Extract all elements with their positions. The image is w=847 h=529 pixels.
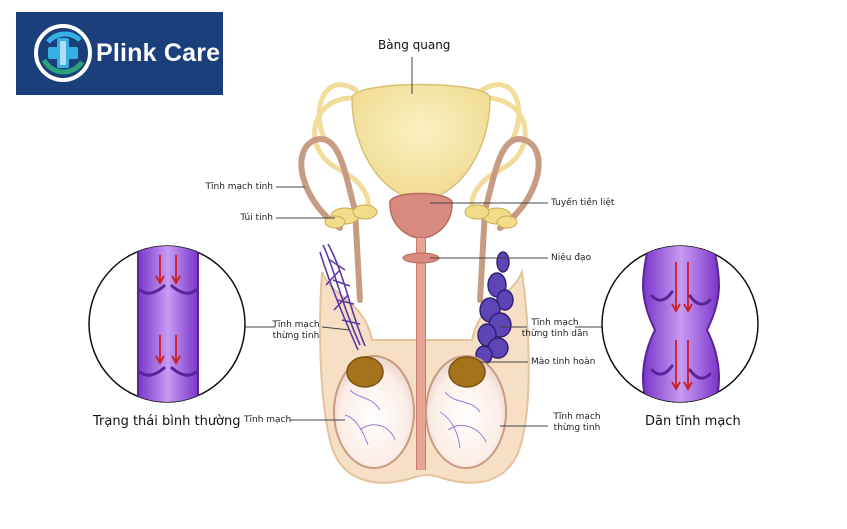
label-cord-vein-left: Tĩnh mạch thừng tinh — [266, 320, 326, 342]
left-vein-plexus — [319, 243, 366, 351]
brand-logo: Plink Care — [16, 12, 223, 95]
label-urethra: Niệu đạo — [551, 253, 592, 263]
dilated-vein-inset — [601, 245, 759, 403]
label-right-cord-vein-line1: Tĩnh mạch — [553, 412, 601, 422]
label-cord-vein-left-line2: thừng tinh — [272, 331, 320, 341]
seminal-vesicles — [324, 204, 518, 229]
leader-lines — [243, 57, 604, 427]
normal-vein-inset — [88, 245, 246, 403]
label-bladder: Bàng quang — [378, 38, 451, 52]
medical-cross-icon — [34, 24, 92, 82]
spermatic-cord — [298, 136, 542, 303]
label-dilated-cord-vein-line2: thừng tinh dãn — [521, 329, 589, 339]
label-spermatic-vein: Tĩnh mạch tinh — [205, 182, 274, 192]
brand-name: Plink Care — [96, 39, 221, 67]
label-prostate: Tuyến tiền liệt — [551, 198, 615, 208]
prostate — [389, 192, 453, 239]
label-vein: Tĩnh mạch — [244, 415, 292, 425]
label-seminal-vesicle: Túi tinh — [240, 213, 273, 223]
vas-deferens — [312, 82, 528, 211]
right-vein-plexus — [475, 251, 514, 365]
label-dilated-cord-vein-line1: Tĩnh mạch — [531, 318, 579, 328]
urethra — [402, 238, 440, 470]
epididymis — [346, 356, 486, 388]
caption-normal-state: Trạng thái bình thường — [93, 414, 241, 429]
label-dilated-cord-vein: Tĩnh mạch thừng tinh dãn — [520, 318, 590, 340]
bladder — [351, 83, 491, 200]
label-testis-membrane: Mào tinh hoàn — [531, 357, 596, 367]
label-right-cord-vein: Tĩnh mạch thừng tinh — [546, 412, 608, 434]
caption-dilated-vein: Dãn tĩnh mạch — [645, 414, 741, 429]
label-cord-vein-left-line1: Tĩnh mạch — [272, 320, 320, 330]
label-right-cord-vein-line2: thừng tinh — [553, 423, 601, 433]
